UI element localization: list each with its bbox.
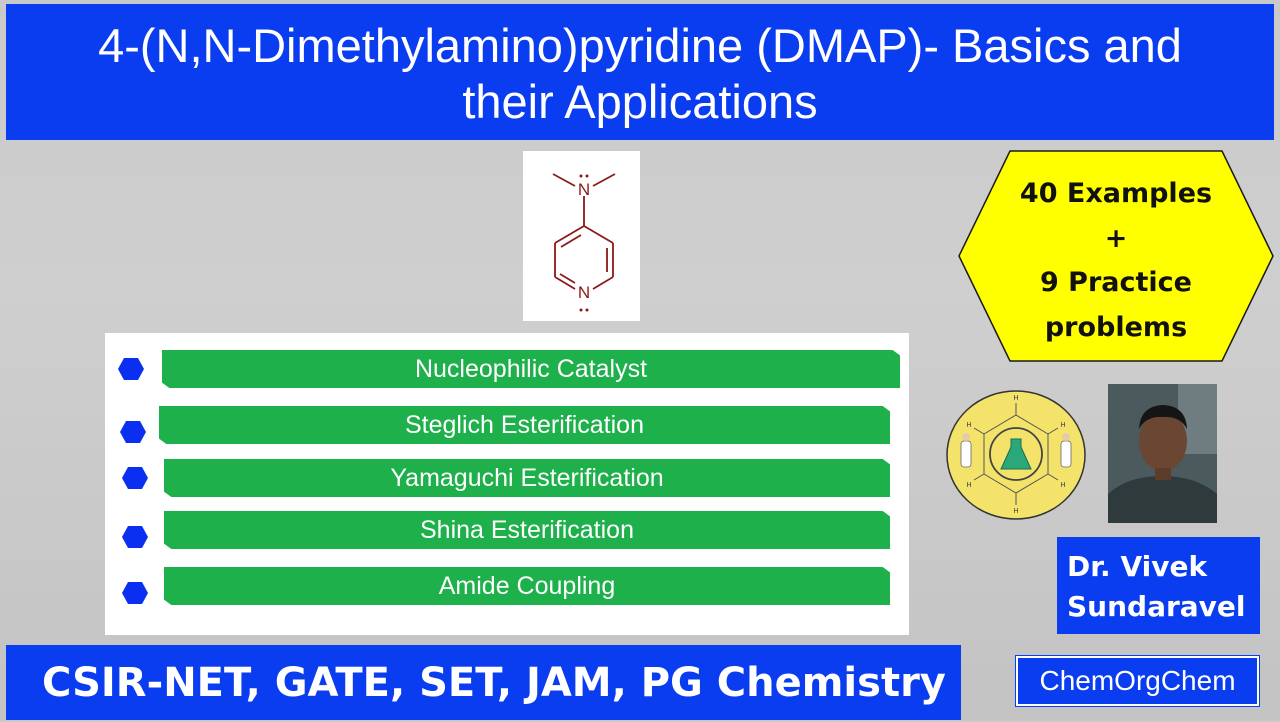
author-name: Dr. Vivek Sundaravel [1057,537,1260,634]
title-line-1: 4-(N,N-Dimethylamino)pyridine (DMAP)- Ba… [98,19,1182,72]
practice-count: 9 Practice [1040,267,1192,298]
svg-text:H: H [1013,394,1018,402]
amine-nitrogen-label: N [578,180,590,199]
list-item: Shina Esterification [117,511,902,549]
list-item: Yamaguchi Esterification [117,459,902,497]
list-item: Steglich Esterification [117,406,902,444]
channel-name: ChemOrgChem [1015,655,1260,707]
examples-hexagon: 40 Examples + 9 Practice problems [958,150,1274,362]
dmap-structure-drawing: N N [552,173,616,312]
svg-text:H: H [966,481,971,489]
author-name-line-1: Dr. Vivek [1067,550,1208,583]
plus-sign: + [1104,222,1128,254]
blue-hexagon-icon [118,358,144,380]
practice-word: problems [1044,311,1188,343]
topic-nucleophilic-catalyst: Nucleophilic Catalyst [162,350,900,388]
blue-hexagon-icon [120,421,146,443]
topic-steglich-esterification: Steglich Esterification [159,406,890,444]
topic-list: Nucleophilic Catalyst Steglich Esterific… [105,333,909,635]
exam-banner: CSIR-NET, GATE, SET, JAM, PG Chemistry [6,645,961,720]
author-photo [1108,384,1217,523]
svg-text:H: H [1013,507,1018,515]
list-item: Nucleophilic Catalyst [117,350,902,388]
blue-hexagon-icon [122,526,148,548]
ring-nitrogen-label: N [578,283,590,302]
title-line-2: their Applications [462,75,818,128]
blue-hexagon-icon [122,467,148,489]
examples-count: 40 Examples [1019,178,1213,209]
benzene-flask-logo: H H H H H H [945,389,1087,521]
blue-hexagon-icon [122,582,148,604]
author-name-line-2: Sundaravel [1067,590,1246,623]
topic-yamaguchi-esterification: Yamaguchi Esterification [164,459,890,497]
topic-shina-esterification: Shina Esterification [164,511,890,549]
topic-amide-coupling: Amide Coupling [164,567,890,605]
svg-text:H: H [966,421,971,429]
list-item: Amide Coupling [117,567,902,605]
svg-text:H: H [1060,481,1065,489]
dmap-structure: N N [523,151,640,321]
title-banner: 4-(N,N-Dimethylamino)pyridine (DMAP)- Ba… [6,4,1274,140]
svg-text:H: H [1060,421,1065,429]
